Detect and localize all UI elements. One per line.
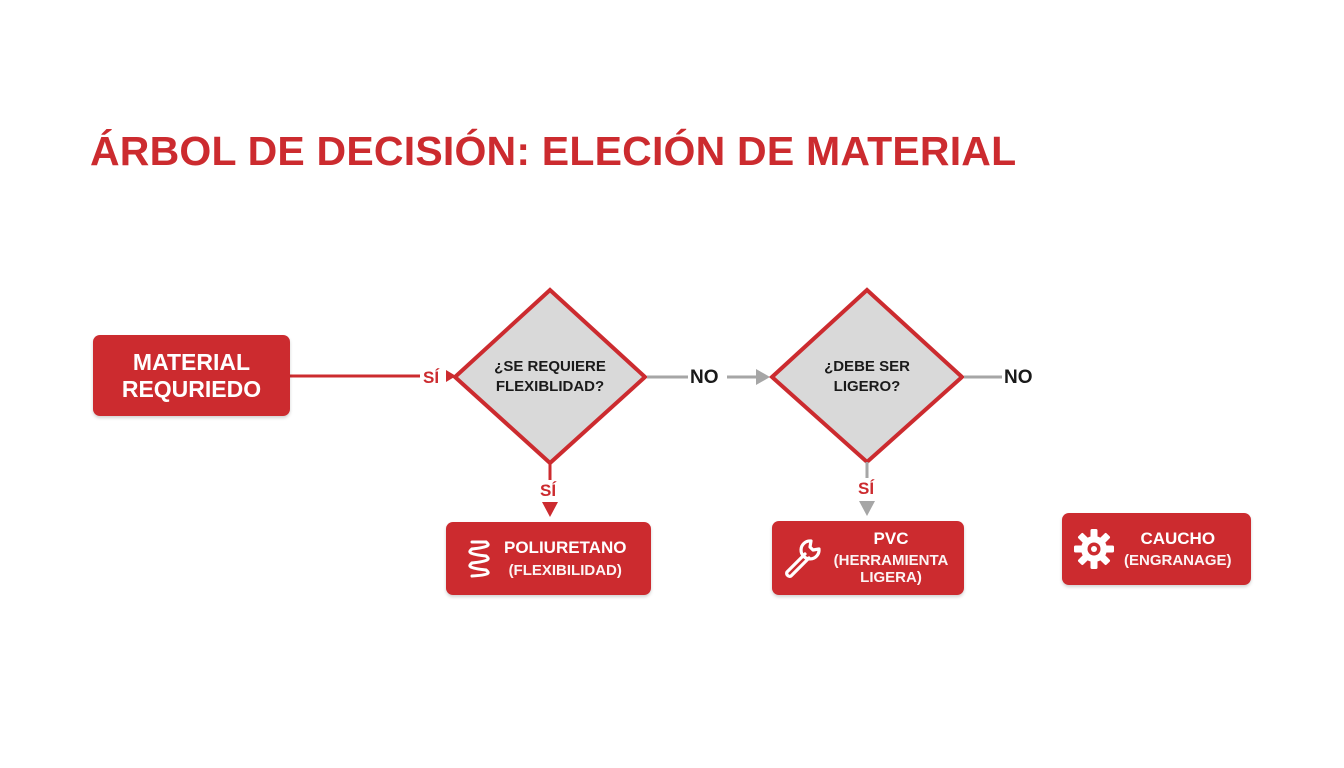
- result1-sub: (FLEXIBILIDAD): [508, 561, 622, 579]
- label-no-decision2: NO: [1004, 367, 1033, 388]
- label-si-start: SÍ: [423, 368, 440, 387]
- arrowhead-si-to-result1: [542, 502, 558, 517]
- label-si-decision1: SÍ: [540, 481, 557, 500]
- spring-icon: [468, 538, 490, 580]
- result-box-caucho: CAUCHO (ENGRANAGE): [1062, 513, 1251, 585]
- start-box-material-requerido: MATERIAL REQURIEDO: [93, 335, 290, 416]
- wrench-icon: [780, 536, 824, 580]
- result3-sub: (ENGRANAGE): [1124, 552, 1232, 570]
- result1-name: POLIURETANO: [504, 538, 627, 558]
- result2-sub-line2: LIGERA): [860, 569, 922, 587]
- result-box-pvc: PVC (HERRAMIENTA LIGERA): [772, 521, 964, 595]
- decision1-line2: FLEXIBLIDAD?: [495, 378, 605, 396]
- label-si-decision2: SÍ: [858, 479, 875, 498]
- result-box-poliuretano: POLIURETANO (FLEXIBILIDAD): [446, 522, 651, 595]
- arrowhead-no-to-decision2: [756, 369, 770, 385]
- result2-sub-line1: (HERRAMIENTA: [833, 552, 949, 570]
- decision2-line1: ¿DEBE SER: [824, 358, 910, 375]
- label-no-decision1: NO: [690, 367, 719, 388]
- decision1-text: ¿SE REQUIERE FLEXIBLIDAD?: [470, 357, 630, 398]
- decision1-line1: ¿SE REQUIERE: [494, 358, 606, 375]
- arrowhead-si-to-result2: [859, 501, 875, 516]
- result2-name: PVC: [873, 529, 909, 549]
- decision2-line2: LIGERO?: [833, 378, 901, 396]
- result3-name: CAUCHO: [1140, 528, 1216, 548]
- diagram-title: ÁRBOL DE DECISIÓN: ELECIÓN DE MATERIAL: [90, 128, 1017, 174]
- start-box-line1: MATERIAL: [132, 349, 251, 376]
- start-box-line2: REQURIEDO: [121, 375, 262, 402]
- arrowhead-start-to-decision1: [446, 370, 456, 382]
- decision2-text: ¿DEBE SER LIGERO?: [797, 357, 937, 398]
- gear-icon: [1072, 527, 1116, 571]
